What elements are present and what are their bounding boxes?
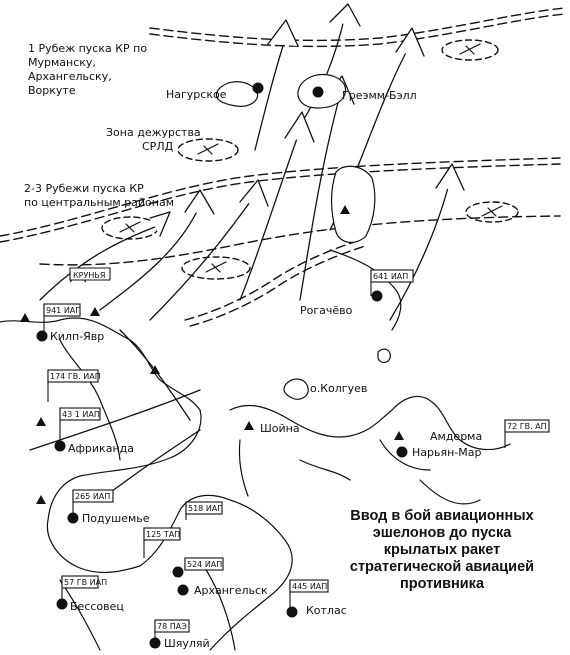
caption-line-1: Ввод в бой авиационных <box>350 508 534 524</box>
unit-125: 125 ТАП <box>146 530 180 539</box>
unit-78: 78 ПАЭ <box>157 622 187 631</box>
unit-265: 265 ИАП <box>75 492 110 501</box>
caption-line-4: стратегической авиацией <box>349 559 535 575</box>
line1-label-2: Мурманску, <box>28 56 96 69</box>
unit-518: 518 ИАП <box>188 504 223 513</box>
duty-zone-label-2: СРЛД <box>142 140 174 153</box>
label-shoina: Шойна <box>260 422 300 435</box>
caption-line-5: противника <box>399 576 485 592</box>
label-naryan-mar: Нарьян-Мар <box>412 446 481 459</box>
unit-174: 174 ГВ. ИАП <box>50 372 101 381</box>
airfield-markers <box>36 82 408 649</box>
label-kotlas: Котлас <box>306 604 347 617</box>
zone-labels: 1 Рубеж пуска КР по Мурманску, Архангель… <box>24 42 201 209</box>
label-krunya: КРУНЬЯ <box>73 271 105 280</box>
intercept-arrows <box>29 14 451 501</box>
line1-label-3: Архангельску, <box>28 70 112 83</box>
label-podushemye: Подушемье <box>82 512 150 525</box>
place-labels: Нагурское Греэмм-Бэлл Рогачёво о.Колгуев… <box>50 88 482 650</box>
label-arkhangelsk: Архангельск <box>194 584 268 597</box>
label-kolguev: о.Колгуев <box>310 382 367 395</box>
line1-label-4: Воркуте <box>28 84 76 97</box>
label-afrikanda: Африканда <box>68 442 134 455</box>
islands <box>215 73 391 400</box>
map-caption: Ввод в бой авиационных эшелонов до пуска… <box>318 508 566 593</box>
label-shyaulyai: Шяуляй <box>164 637 210 650</box>
launch-line-1 <box>149 7 566 48</box>
duty-zone-label-1: Зона дежурства <box>106 126 201 139</box>
unit-445: 445 ИАП <box>292 582 327 591</box>
line1-label-1: 1 Рубеж пуска КР по <box>28 42 147 55</box>
caption-line-3: крылатых ракет <box>383 542 501 558</box>
label-amderma: Амдерма <box>430 430 482 443</box>
unit-641: 641 ИАП <box>373 272 408 281</box>
line23-label-1: 2-3 Рубежи пуска КР <box>24 182 144 195</box>
unit-941: 941 ИАП <box>46 306 81 315</box>
aircraft-icons <box>119 43 503 273</box>
radar-markers <box>20 205 404 504</box>
unit-524: 524 ИАП <box>187 560 222 569</box>
unit-43: 43 1 ИАП <box>62 410 100 419</box>
unit-72: 72 ГВ. АП <box>507 422 547 431</box>
label-nagurskoe: Нагурское <box>166 88 227 101</box>
line23-label-2: по центральным районам <box>24 196 174 209</box>
label-kilp-yavr: Килп-Явр <box>50 330 104 343</box>
label-rogachevo: Рогачёво <box>300 304 353 317</box>
label-gremm-bell: Греэмм-Бэлл <box>342 89 417 102</box>
unit-flags <box>43 267 550 641</box>
arrow-heads <box>149 3 465 237</box>
unit-labels: 641 ИАП 941 ИАП 174 ГВ. ИАП 43 1 ИАП 265… <box>46 272 547 631</box>
label-bessovets: Бессовец <box>70 600 124 613</box>
caption-line-2: эшелонов до пуска <box>372 525 512 541</box>
unit-57: 57 ГВ ИАП <box>64 578 107 587</box>
